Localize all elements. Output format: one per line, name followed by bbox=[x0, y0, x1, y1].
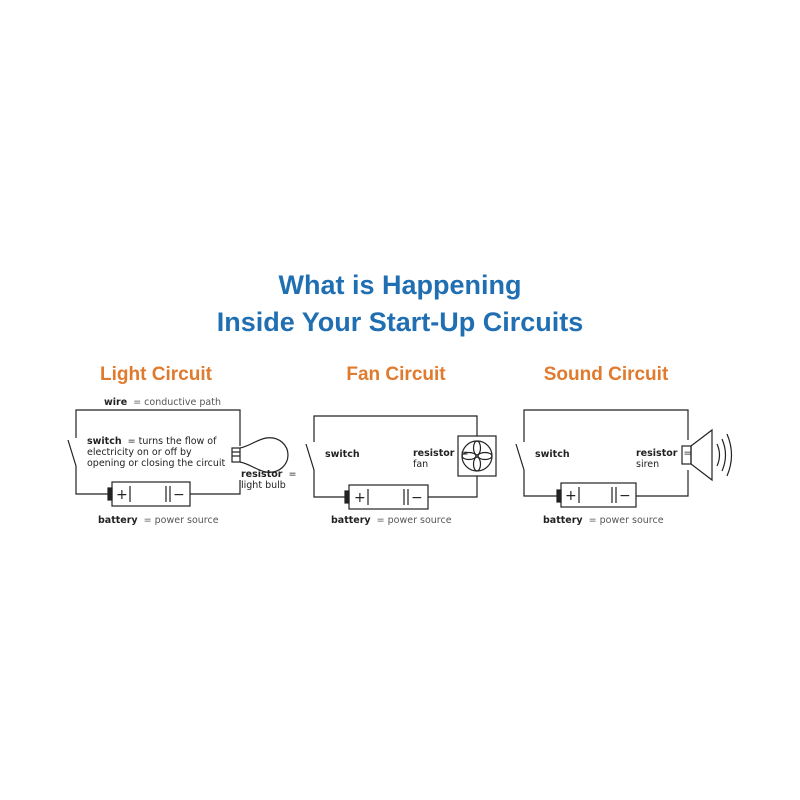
fan-wire bbox=[313, 415, 478, 442]
sound-circuit: + − switch resistor = siren battery = po… bbox=[515, 409, 733, 526]
light-resistor-eq: = bbox=[288, 469, 296, 480]
light-battery-icon bbox=[107, 481, 191, 507]
fan-battery-icon bbox=[344, 484, 429, 510]
siren-icon bbox=[681, 428, 733, 482]
light-switch-label: switch bbox=[87, 436, 122, 447]
sound-battery-desc: = power source bbox=[589, 515, 664, 526]
light-switch-desc-3: opening or closing the circuit bbox=[87, 458, 226, 469]
svg-text:switch = turns the flow: switch = turns the flow of bbox=[87, 436, 217, 447]
fan-resistor-eq: = bbox=[460, 448, 468, 459]
light-wire bbox=[75, 409, 241, 446]
sound-resistor-desc: siren bbox=[636, 459, 659, 470]
svg-text:resistor =: resistor = bbox=[241, 469, 296, 480]
light-resistor-label: resistor bbox=[241, 469, 283, 480]
light-switch-desc-2: electricity on or off by bbox=[87, 447, 192, 458]
sound-wire-bottom bbox=[523, 470, 689, 497]
light-circuit: + − wire = conductive path switch = turn… bbox=[67, 397, 296, 526]
light-wire-desc: = conductive path bbox=[133, 397, 221, 408]
sound-battery-minus: − bbox=[619, 488, 631, 504]
light-battery-desc: = power source bbox=[144, 515, 219, 526]
light-resistor-desc: light bulb bbox=[241, 480, 286, 491]
fan-switch-label: switch bbox=[325, 449, 360, 460]
fan-circuit-title: Fan Circuit bbox=[346, 364, 446, 385]
light-bulb-icon bbox=[231, 437, 289, 473]
light-switch-icon bbox=[67, 439, 77, 467]
svg-text:battery = power source: battery = power source bbox=[331, 515, 452, 526]
sound-resistor-label: resistor bbox=[636, 448, 678, 459]
fan-switch-icon bbox=[305, 443, 315, 471]
fan-battery-minus: − bbox=[411, 490, 423, 506]
light-battery-minus: − bbox=[173, 487, 185, 503]
svg-text:resistor =: resistor = bbox=[413, 448, 468, 459]
svg-text:resistor =: resistor = bbox=[636, 448, 691, 459]
light-circuit-title: Light Circuit bbox=[100, 364, 212, 385]
sound-battery-plus: + bbox=[565, 488, 577, 504]
sound-switch-label: switch bbox=[535, 449, 570, 460]
svg-text:wire = conductive path: wire = conductive path bbox=[104, 397, 221, 408]
fan-battery-plus: + bbox=[354, 490, 366, 506]
fan-wire-bottom bbox=[313, 470, 478, 498]
page-title-line-1: What is Happening bbox=[278, 270, 522, 300]
svg-text:battery = power source: battery = power source bbox=[98, 515, 219, 526]
fan-resistor-desc: fan bbox=[413, 459, 428, 470]
fan-resistor-label: resistor bbox=[413, 448, 455, 459]
sound-battery-label: battery bbox=[543, 515, 583, 526]
light-battery-label: battery bbox=[98, 515, 138, 526]
light-wire-label: wire bbox=[104, 397, 127, 408]
fan-battery-label: battery bbox=[331, 515, 371, 526]
svg-text:battery = power source: battery = power source bbox=[543, 515, 664, 526]
page-title-line-2: Inside Your Start-Up Circuits bbox=[216, 307, 584, 337]
light-wire-bottom bbox=[75, 466, 241, 495]
sound-wire bbox=[523, 409, 689, 442]
light-battery-plus: + bbox=[116, 487, 128, 503]
sound-resistor-eq: = bbox=[683, 448, 691, 459]
fan-battery-desc: = power source bbox=[377, 515, 452, 526]
fan-icon bbox=[457, 435, 497, 477]
light-switch-desc-1: = turns the flow of bbox=[128, 436, 217, 447]
sound-switch-icon bbox=[515, 443, 525, 471]
sound-battery-icon bbox=[556, 482, 637, 508]
sound-circuit-title: Sound Circuit bbox=[543, 364, 669, 385]
fan-circuit: + − switch resistor = fan battery = powe… bbox=[305, 415, 497, 526]
